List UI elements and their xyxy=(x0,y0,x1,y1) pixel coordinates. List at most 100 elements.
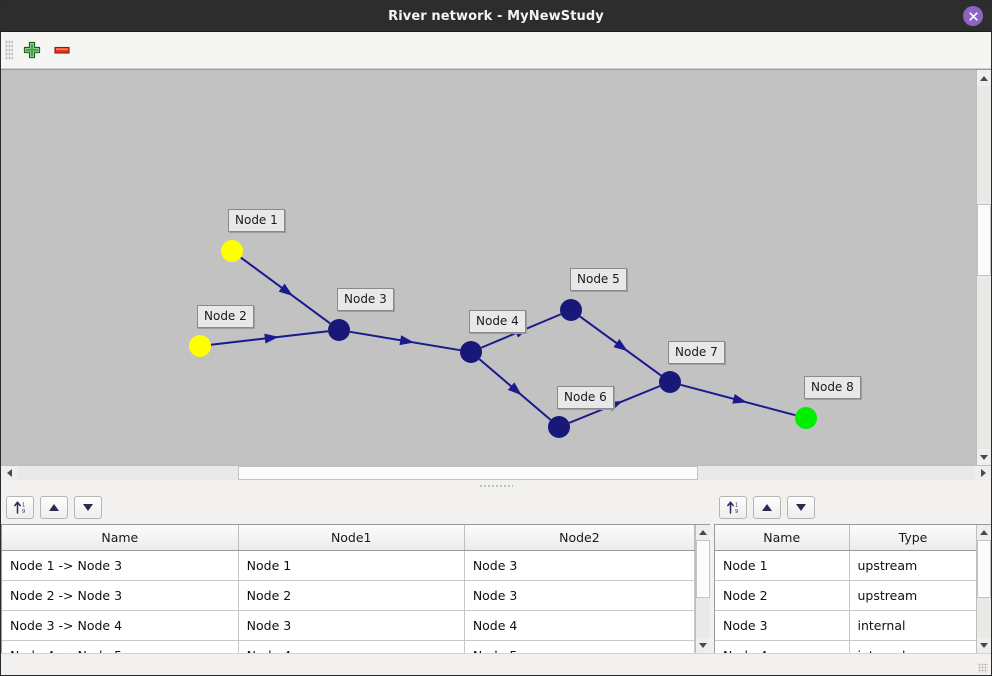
arrow-down-icon xyxy=(699,643,707,648)
move-up-button[interactable] xyxy=(40,496,68,519)
table-cell[interactable]: upstream xyxy=(849,550,976,581)
title-bar: River network - MyNewStudy xyxy=(1,1,991,32)
graph-node-label[interactable]: Node 3 xyxy=(337,288,394,311)
scroll-thumb[interactable] xyxy=(976,540,991,598)
sort-icon[interactable]: 1 9 xyxy=(6,496,34,519)
graph-node[interactable] xyxy=(460,341,482,363)
table-cell[interactable]: Node 2 xyxy=(238,580,465,611)
graph-node[interactable] xyxy=(795,407,817,429)
scroll-down-button[interactable] xyxy=(696,638,710,653)
table-cell[interactable]: Node 3 xyxy=(464,550,695,581)
scroll-up-button[interactable] xyxy=(977,70,991,86)
scroll-thumb[interactable] xyxy=(696,540,710,598)
scroll-thumb[interactable] xyxy=(977,204,991,276)
graph-node-label[interactable]: Node 2 xyxy=(197,305,254,328)
table-cell[interactable]: Node 3 xyxy=(238,610,465,641)
scroll-track-lower[interactable] xyxy=(977,276,991,449)
graph-node-label[interactable]: Node 4 xyxy=(469,310,526,333)
graph-node[interactable] xyxy=(659,371,681,393)
column-header[interactable]: Name xyxy=(2,525,239,551)
scroll-track-upper[interactable] xyxy=(977,86,991,204)
branch-table-vertical-scrollbar[interactable] xyxy=(695,525,710,653)
scroll-up-button[interactable] xyxy=(696,525,710,540)
horizontal-splitter[interactable] xyxy=(1,480,991,491)
scroll-down-button[interactable] xyxy=(976,638,991,653)
graph-node-label[interactable]: Node 5 xyxy=(570,268,627,291)
graph-node[interactable] xyxy=(221,240,243,262)
status-bar xyxy=(1,653,991,675)
graph-node-label[interactable]: Node 6 xyxy=(557,386,614,409)
remove-minus-icon[interactable] xyxy=(47,35,77,65)
table-cell[interactable]: upstream xyxy=(849,580,976,611)
move-up-button[interactable] xyxy=(753,496,781,519)
table-cell[interactable]: Node 3 xyxy=(715,610,850,641)
hscroll-thumb[interactable] xyxy=(238,466,698,480)
table-cell[interactable]: internal xyxy=(849,640,976,653)
table-cell[interactable]: Node 3 xyxy=(464,580,695,611)
close-icon[interactable] xyxy=(963,6,983,26)
svg-text:1: 1 xyxy=(735,503,738,509)
table-cell[interactable]: Node 5 xyxy=(464,640,695,653)
graph-node[interactable] xyxy=(328,319,350,341)
toolbar-drag-handle[interactable] xyxy=(5,40,13,60)
column-header[interactable]: Name xyxy=(715,525,850,551)
table-cell[interactable]: Node 1 xyxy=(238,550,465,581)
scroll-up-button[interactable] xyxy=(976,525,991,540)
window-resize-grip[interactable] xyxy=(978,663,988,673)
graph-edge-arrow-icon xyxy=(613,339,628,352)
table-cell[interactable]: Node 4 xyxy=(238,640,465,653)
arrow-left-icon xyxy=(6,469,12,477)
column-header[interactable]: Node1 xyxy=(238,525,465,551)
table-cell[interactable]: Node 1 xyxy=(715,550,850,581)
move-down-button[interactable] xyxy=(787,496,815,519)
graph-node[interactable] xyxy=(189,335,211,357)
table-cell[interactable]: Node 4 -> Node 5 xyxy=(2,640,239,653)
column-header[interactable]: Type xyxy=(849,525,976,551)
move-down-button[interactable] xyxy=(74,496,102,519)
scroll-track[interactable] xyxy=(696,598,710,638)
river-network-graph[interactable]: Node 1 Node 2 Node 3 Node 4 Node 5 Node 6 Node… xyxy=(1,69,991,465)
table-cell[interactable]: Node 4 xyxy=(715,640,850,653)
hscroll-track-right[interactable] xyxy=(698,466,975,480)
table-cell[interactable]: Node 4 xyxy=(464,610,695,641)
table-row[interactable]: Node 4internal xyxy=(715,640,976,653)
scroll-down-button[interactable] xyxy=(977,449,991,465)
table-cell[interactable]: internal xyxy=(849,610,976,641)
arrow-up-icon xyxy=(979,530,988,535)
column-header[interactable]: Node2 xyxy=(464,525,695,551)
graph-canvas[interactable] xyxy=(1,70,977,465)
graph-node[interactable] xyxy=(548,416,570,438)
graph-node-label[interactable]: Node 7 xyxy=(668,341,725,364)
graph-vertical-scrollbar[interactable] xyxy=(976,70,991,465)
scroll-left-button[interactable] xyxy=(1,466,17,480)
table-cell[interactable]: Node 2 xyxy=(715,580,850,611)
sort-icon[interactable]: 1 9 xyxy=(719,496,747,519)
node-table-vertical-scrollbar[interactable] xyxy=(975,525,991,653)
graph-node[interactable] xyxy=(560,299,582,321)
add-plus-icon[interactable] xyxy=(17,35,47,65)
scroll-right-button[interactable] xyxy=(975,466,991,480)
table-cell[interactable]: Node 1 -> Node 3 xyxy=(2,550,239,581)
table-cell[interactable]: Node 3 -> Node 4 xyxy=(2,610,239,641)
graph-node-label[interactable]: Node 1 xyxy=(228,209,285,232)
hscroll-track-left[interactable] xyxy=(17,466,238,480)
graph-horizontal-scrollbar[interactable] xyxy=(1,465,991,480)
graph-node-label[interactable]: Node 8 xyxy=(804,376,861,399)
table-cell[interactable]: Node 2 -> Node 3 xyxy=(2,580,239,611)
scroll-track[interactable] xyxy=(976,598,991,638)
